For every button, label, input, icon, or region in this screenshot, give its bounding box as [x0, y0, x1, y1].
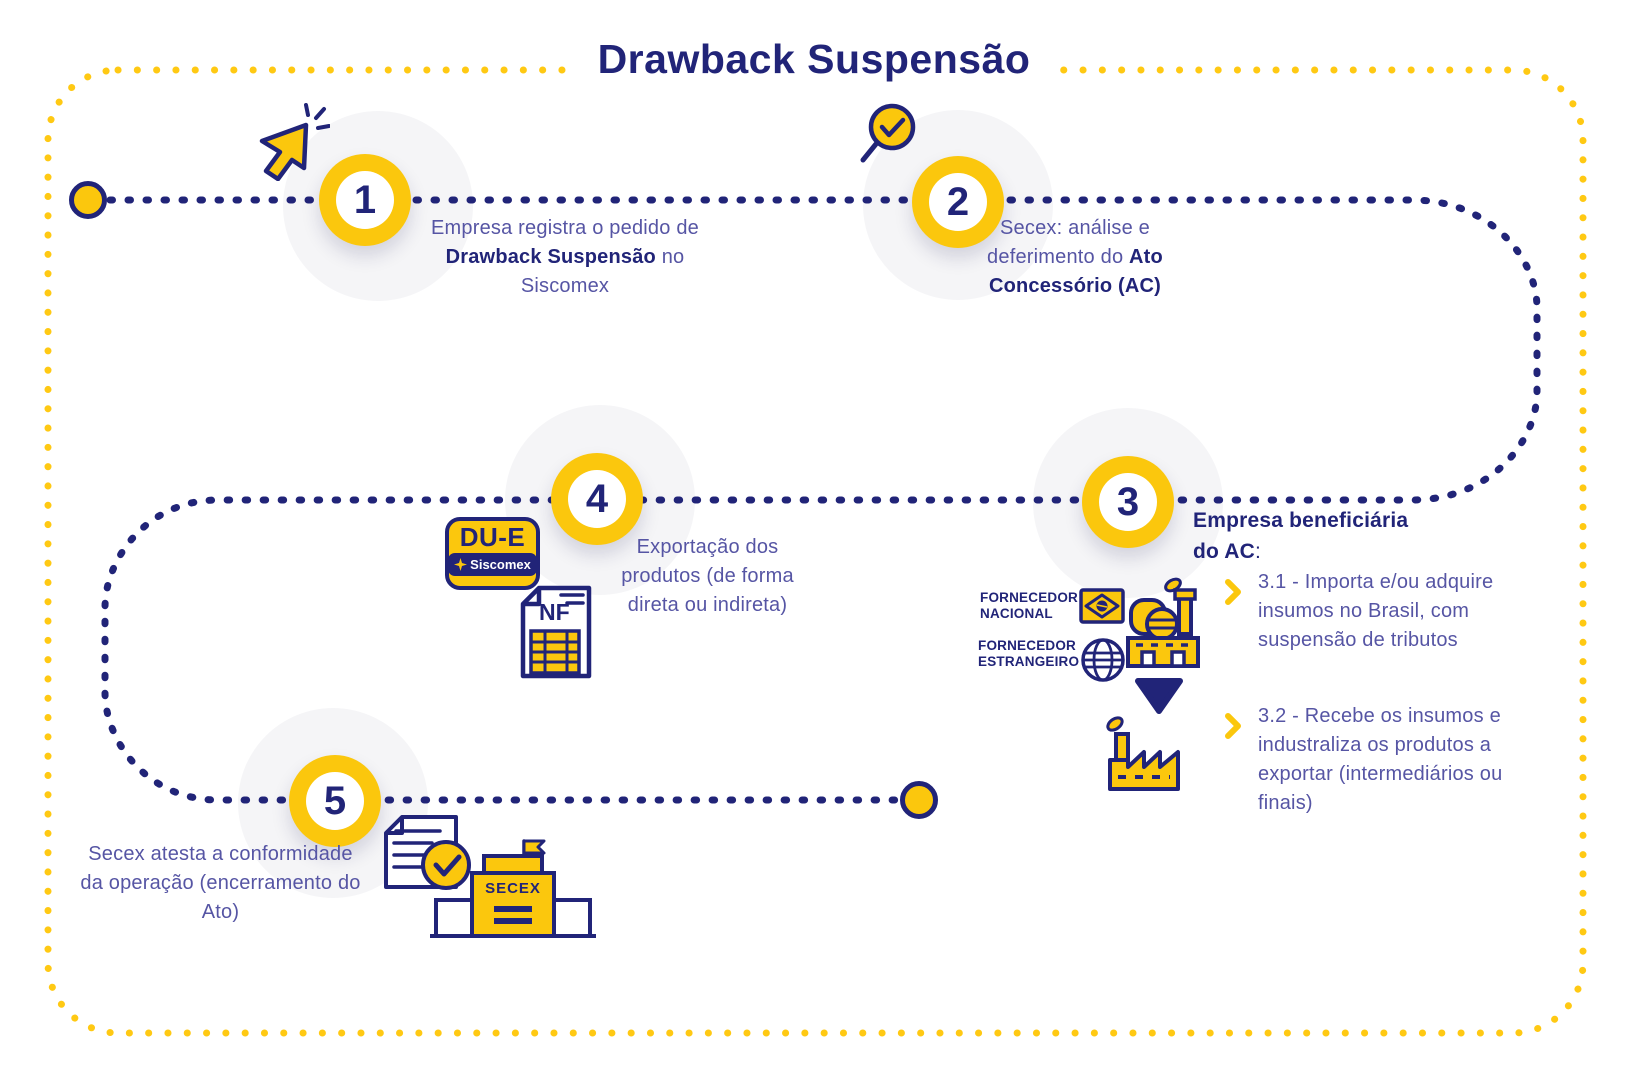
step1-circle: 1: [319, 154, 411, 246]
step5-text: Secex atesta a conformidade da operação …: [80, 843, 361, 923]
nf-label: NF: [539, 599, 570, 625]
step2-circle-inner: 2: [929, 173, 987, 231]
step3-circle-inner: 3: [1099, 473, 1157, 531]
step2-line2-bold: Ato: [1129, 246, 1163, 268]
step1-line2-rest: no: [655, 246, 685, 268]
step3-item1: 3.1 - Importa e/ou adquire insumos no Br…: [1258, 571, 1494, 651]
due-badge-bar: Siscomex: [448, 553, 537, 576]
title-wrap: Drawback Suspensão: [0, 36, 1628, 83]
page-title: Drawback Suspensão: [567, 36, 1061, 83]
arrow-down-icon: [1133, 676, 1185, 716]
chevron-right-icon: [1224, 712, 1244, 740]
flow-end-node: [900, 781, 938, 819]
due-siscomex-badge: DU-E Siscomex: [445, 517, 540, 590]
step3-item2: 3.2 - Recebe os insumos e industraliza o…: [1258, 705, 1503, 814]
step3-number: 3: [1116, 479, 1140, 524]
step4-circle-inner: 4: [568, 470, 626, 528]
due-badge-sub: Siscomex: [470, 557, 531, 572]
step1-line1: Empresa registra o pedido de: [431, 217, 699, 239]
step1-circle-inner: 1: [336, 171, 394, 229]
step1-line2-bold: Drawback Suspensão: [445, 246, 656, 268]
globe-icon: [1080, 634, 1126, 686]
flow-path: [101, 196, 1541, 804]
step3-heading: Empresa beneficiária do AC:: [1193, 505, 1428, 567]
step2-text: Secex: análise e deferimento do Ato Conc…: [925, 214, 1225, 301]
step2-line2: deferimento do: [987, 246, 1130, 268]
factory-icon: [1103, 710, 1185, 794]
fornecedor-estrangeiro-label: FORNECEDOR ESTRANGEIRO: [978, 638, 1080, 669]
document-check-icon: [376, 813, 476, 898]
step2-line1: Secex: análise e: [1000, 217, 1150, 239]
fornecedor-nacional-label: FORNECEDOR NACIONAL: [980, 590, 1079, 621]
step1-line3: Siscomex: [520, 275, 610, 297]
step3-heading-bold: Empresa beneficiária do AC: [1193, 509, 1409, 563]
step1-number: 1: [353, 177, 377, 222]
step2-number: 2: [946, 179, 970, 224]
nf-invoice-icon: NF: [515, 585, 595, 680]
step2-line3-bold: Concessório (AC): [988, 275, 1162, 297]
magnifier-check-icon: [855, 100, 919, 170]
step3-circle: 3: [1082, 456, 1174, 548]
step5-circle: 5: [289, 755, 381, 847]
step5-circle-inner: 5: [306, 772, 364, 830]
chevron-right-icon: [1224, 578, 1244, 606]
siscomex-star-icon: [454, 558, 468, 571]
secex-building-icon: SECEX: [428, 838, 598, 940]
step2-circle: 2: [912, 156, 1004, 248]
due-badge-title: DU-E: [459, 522, 526, 552]
flow-start-node: [69, 181, 107, 219]
step4-number: 4: [585, 476, 609, 521]
brazil-flag-icon: [1079, 588, 1125, 624]
step5-number: 5: [323, 778, 347, 823]
step4-circle: 4: [551, 453, 643, 545]
step3-heading-colon: :: [1255, 540, 1262, 563]
step4-text: Exportação dos produtos (de forma direta…: [621, 536, 794, 616]
step1-text: Empresa registra o pedido de Drawback Su…: [400, 214, 730, 301]
secex-label: SECEX: [485, 880, 541, 897]
industrial-plant-icon: [1126, 576, 1200, 670]
cursor-click-icon: [248, 103, 330, 181]
